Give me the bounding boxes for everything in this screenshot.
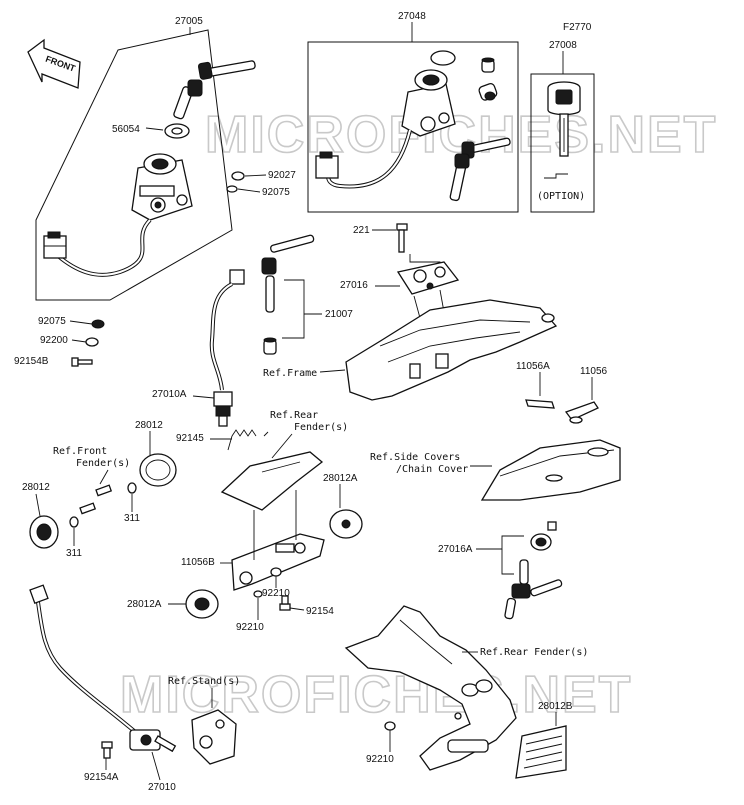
bolt-311a-icon <box>127 482 137 494</box>
ignition-switch-icon <box>131 153 193 221</box>
stand-bracket-icon <box>191 709 237 765</box>
label-92210c: 92210 <box>366 754 394 765</box>
bolt-311b-icon <box>69 516 79 528</box>
washer-92075b-icon <box>91 319 105 329</box>
option-text: (OPTION) <box>537 191 585 202</box>
label-11056B: 11056B <box>181 557 215 568</box>
label-92154B: 92154B <box>14 356 49 367</box>
bolt-92154B-icon <box>71 357 93 367</box>
label-27010: 27010 <box>148 782 176 793</box>
group-box-27048 <box>307 41 519 213</box>
label-11056A: 11056A <box>516 361 550 372</box>
nut-92210c-icon <box>384 721 396 731</box>
label-92210b: 92210 <box>236 622 264 633</box>
bracket-11056B-icon <box>231 533 325 591</box>
reflector-28012A-left-icon <box>185 589 219 619</box>
reflector-28012b-icon <box>29 515 59 549</box>
label-28012b: 28012 <box>22 482 50 493</box>
lock-27016A-icon <box>530 521 557 551</box>
washer-92075-icon <box>226 185 238 193</box>
rear-fender-plate-icon <box>220 451 324 511</box>
option-symbol-icon <box>544 173 568 179</box>
clip-11056A-icon <box>525 399 555 409</box>
ref-rear-fender-bottom: Ref.Rear Fender(s) <box>480 647 588 658</box>
label-27016A: 27016A <box>438 544 473 555</box>
keys-27048-icon <box>449 137 511 202</box>
bolt-92154A-icon <box>101 741 113 759</box>
washer-92027-icon <box>231 171 245 181</box>
label-27010A: 27010A <box>152 389 187 400</box>
connector-27048-icon <box>315 151 339 179</box>
label-92210a: 92210 <box>262 588 290 599</box>
connector-27010-icon <box>29 584 49 604</box>
keys-27016A-icon <box>504 559 563 620</box>
label-92154: 92154 <box>306 606 334 617</box>
ref-side-covers-2: /Chain Cover <box>396 464 468 475</box>
label-28012a: 28012 <box>135 420 163 431</box>
ref-stand: Ref.Stand(s) <box>168 676 240 687</box>
switch-27010A-icon <box>213 391 233 427</box>
label-221: 221 <box>353 225 370 236</box>
group-box-27005 <box>35 29 233 301</box>
label-92075b: 92075 <box>38 316 66 327</box>
clip-11056-icon <box>564 401 599 424</box>
label-11056: 11056 <box>580 366 608 377</box>
cap-27048-icon <box>481 57 495 73</box>
label-28012B: 28012B <box>538 701 573 712</box>
washer-92200-icon <box>85 337 99 347</box>
group-box-27008 <box>530 73 595 213</box>
keys-21007-icon <box>261 234 315 313</box>
ref-front-fender-2: Fender(s) <box>76 458 130 469</box>
label-21007: 21007 <box>325 309 353 320</box>
rear-fender-lower-icon <box>344 605 517 771</box>
wire-27010A <box>209 282 234 391</box>
bolt-221-icon <box>396 223 408 253</box>
ref-front-fender-1: Ref.Front <box>53 446 107 457</box>
cylinder-21007-icon <box>263 337 277 355</box>
connector-27010A-icon <box>229 269 245 285</box>
bolt-92154-icon <box>279 595 291 611</box>
label-92027: 92027 <box>268 170 296 181</box>
label-27048: 27048 <box>398 11 426 22</box>
label-92154A: 92154A <box>84 772 119 783</box>
reflector-28012B-icon <box>515 725 567 779</box>
nut-92210b-icon <box>253 590 263 598</box>
switch-27010-icon <box>129 729 177 753</box>
ignition-switch-27048-icon <box>401 69 456 137</box>
label-27005: 27005 <box>175 16 203 27</box>
reflector-28012A-right-icon <box>329 509 363 539</box>
ref-rear-fender-2: Fender(s) <box>294 422 348 433</box>
label-92145: 92145 <box>176 433 204 444</box>
front-arrow-icon: FRONT <box>27 38 81 89</box>
ref-side-covers-1: Ref.Side Covers <box>370 452 460 463</box>
label-27016: 27016 <box>340 280 368 291</box>
label-311b: 311 <box>66 548 82 559</box>
bracket-27016-icon <box>396 261 460 295</box>
spring-92145-icon <box>227 429 269 451</box>
label-28012A-left: 28012A <box>127 599 162 610</box>
lock-cylinder-27048-icon <box>478 83 498 101</box>
side-cover-icon <box>480 439 621 501</box>
label-27008: 27008 <box>549 40 577 51</box>
label-F2770: F2770 <box>563 22 592 33</box>
label-92200: 92200 <box>40 335 68 346</box>
reflector-28012a-icon <box>139 453 177 487</box>
stud-bolts-icon <box>79 484 113 515</box>
ref-frame: Ref.Frame <box>263 368 317 379</box>
washer-27048-icon <box>430 50 456 66</box>
frame-icon <box>345 299 558 401</box>
ref-rear-fender-1: Ref.Rear <box>270 410 318 421</box>
connector-27005-icon <box>43 231 67 259</box>
ignition-key-icon <box>173 60 256 120</box>
label-311a: 311 <box>124 513 140 524</box>
nut-92210a-icon <box>270 567 282 577</box>
label-56054: 56054 <box>112 124 140 135</box>
option-key-icon <box>547 81 581 157</box>
label-92075a: 92075 <box>262 187 290 198</box>
label-28012A-right: 28012A <box>323 473 358 484</box>
